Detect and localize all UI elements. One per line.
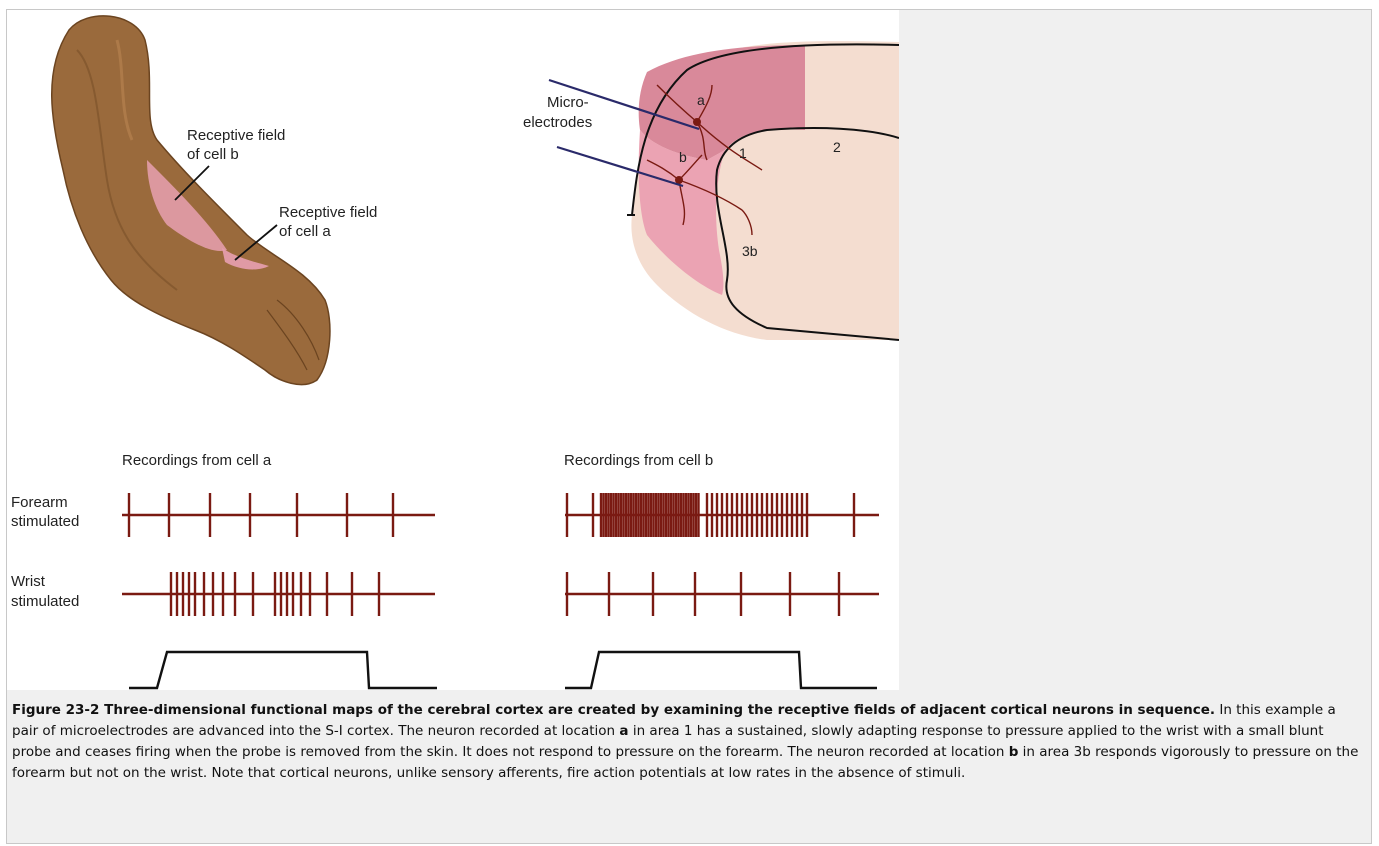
caption-location-b: b	[1009, 744, 1019, 760]
caption-location-a: a	[619, 723, 628, 739]
label-forearm-line2: stimulated	[11, 513, 79, 530]
label-electrodes-line1: Micro-	[547, 94, 589, 111]
title-recordings-cell-b: Recordings from cell b	[564, 452, 713, 469]
caption-title: Figure 23-2 Three-dimensional functional…	[12, 702, 1215, 718]
label-neuron-a: a	[697, 92, 705, 108]
label-area-3b: 3b	[742, 243, 758, 259]
label-field-b-line2: of cell b	[187, 146, 239, 163]
label-field-a-line1: Receptive field	[279, 204, 377, 221]
figure-caption: Figure 23-2 Three-dimensional functional…	[12, 700, 1362, 784]
label-field-a-line2: of cell a	[279, 223, 331, 240]
label-area-1: 1	[739, 145, 747, 161]
label-wrist-line1: Wrist	[11, 573, 46, 590]
figure-illustration: Receptive field of cell b Receptive fiel…	[7, 10, 899, 690]
stimulus-trace-a	[129, 652, 437, 688]
spike-traces	[122, 493, 879, 616]
title-recordings-cell-a: Recordings from cell a	[122, 452, 272, 469]
label-area-2: 2	[833, 139, 841, 155]
stimulus-trace-b	[565, 652, 877, 688]
label-field-b-line1: Receptive field	[187, 127, 285, 144]
label-electrodes-line2: electrodes	[523, 114, 592, 131]
label-neuron-b: b	[679, 149, 687, 165]
arm-illustration	[52, 16, 330, 385]
cortex-illustration	[549, 41, 899, 340]
label-wrist-line2: stimulated	[11, 593, 79, 610]
label-forearm-line1: Forearm	[11, 494, 68, 511]
